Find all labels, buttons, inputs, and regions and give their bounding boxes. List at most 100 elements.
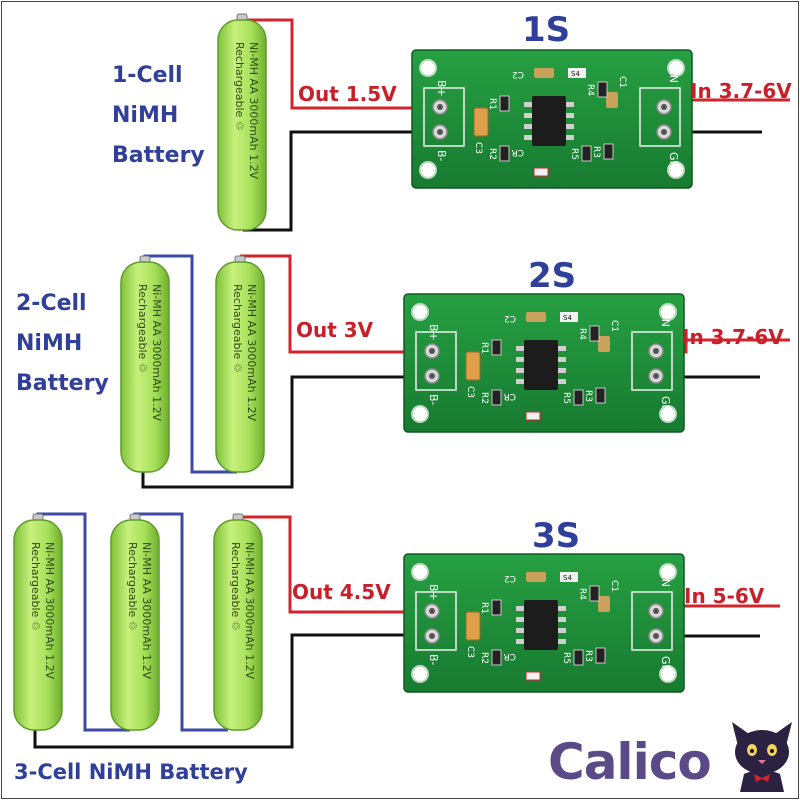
chip-pin <box>558 379 566 384</box>
input-pad-outline <box>639 87 681 147</box>
solder-pad-hole <box>437 104 443 110</box>
battery-label-line: 2-Cell <box>16 291 87 316</box>
resistor <box>589 585 600 602</box>
section-1-input-label: In 3.7-6V <box>690 79 792 103</box>
sense-resistor <box>560 312 578 322</box>
mounting-hole <box>411 665 429 683</box>
resistor <box>491 599 502 616</box>
output-pad-outline <box>423 87 465 147</box>
section-3-input-label: In 5-6V <box>684 584 765 608</box>
cat-mascot-icon <box>732 722 792 792</box>
capacitor-c3 <box>465 611 481 641</box>
cr-label: CR <box>511 147 524 157</box>
input-pad-outline <box>631 591 673 651</box>
section-2-title: 2S <box>528 256 577 296</box>
solder-pad-hole <box>429 373 435 379</box>
capacitor-c1 <box>606 92 618 108</box>
solder-pad-hole <box>429 633 435 639</box>
capacitor-c1 <box>598 596 610 612</box>
charger-ic <box>532 96 566 146</box>
sense-resistor-mark: S4 <box>563 314 572 322</box>
chip-pin <box>558 628 566 633</box>
battery-rechargeable-text: Rechargeable ♲ <box>229 542 242 631</box>
battery-body <box>217 19 267 231</box>
resistor-label: R1 <box>479 602 489 614</box>
battery-body <box>213 519 263 731</box>
solder-pad-hole <box>653 633 659 639</box>
battery-label-line: Battery <box>112 143 205 168</box>
section-1-output-label: Out 1.5V <box>298 82 397 106</box>
resistor-label: R4 <box>577 328 587 340</box>
positive-wire <box>245 18 440 110</box>
solder-pad-hole <box>437 129 443 135</box>
section-1-title: 1S <box>522 10 571 50</box>
resistor <box>491 649 502 666</box>
resistor-label: R5 <box>561 652 571 664</box>
mounting-hole <box>659 563 677 581</box>
cr-label: CR <box>503 651 516 661</box>
charger-ic <box>524 600 558 650</box>
chip-pin <box>558 368 566 373</box>
input-pad-outline <box>631 331 673 391</box>
resistor-label: R3 <box>583 390 593 402</box>
gnd-label: GND <box>659 656 672 681</box>
section-3-battery-label: 3-Cell NiMH Battery <box>14 752 248 792</box>
c1-label: C1 <box>609 320 619 332</box>
chip-pin <box>558 606 566 611</box>
resistor <box>499 145 510 162</box>
battery-rechargeable-text: Rechargeable ♲ <box>29 542 42 631</box>
resistor-label: R4 <box>585 84 595 96</box>
b-plus-label: B+ <box>427 324 440 341</box>
mounting-hole <box>659 303 677 321</box>
chip-pin <box>516 639 524 644</box>
mounting-hole <box>411 563 429 581</box>
resistor-label: R2 <box>479 652 489 664</box>
resistor-label: R4 <box>577 588 587 600</box>
chip-pin <box>516 368 524 373</box>
resistor <box>491 339 502 356</box>
resistor <box>573 649 584 666</box>
output-pad-outline <box>415 591 457 651</box>
vin-label: VIN <box>659 308 672 327</box>
battery-spec-text: Ni-MH AA 3000mAh 1.2V <box>243 542 256 680</box>
solder-pad-hole <box>653 608 659 614</box>
b-minus-label: B- <box>427 654 440 666</box>
status-led <box>533 167 549 177</box>
c1-label: C1 <box>617 76 627 88</box>
b-plus-label: B+ <box>427 584 440 601</box>
sense-resistor <box>560 572 578 582</box>
section-1-battery-label: 1-Cell NiMH Battery <box>112 56 205 176</box>
capacitor-c2 <box>534 68 554 78</box>
status-led <box>525 411 541 421</box>
mounting-hole <box>667 59 685 77</box>
chip-pin <box>516 379 524 384</box>
positive-wire <box>240 254 438 354</box>
chip-pin <box>558 639 566 644</box>
resistor <box>491 389 502 406</box>
mounting-hole <box>659 665 677 683</box>
sense-resistor <box>568 68 586 78</box>
chip-pin <box>516 357 524 362</box>
chip-pin <box>524 135 532 140</box>
b-plus-label: B+ <box>435 80 448 97</box>
battery-spec-text: Ni-MH AA 3000mAh 1.2V <box>247 42 260 180</box>
resistor <box>595 647 606 664</box>
resistor <box>589 325 600 342</box>
c2-label: C2 <box>504 573 516 583</box>
chip-pin <box>516 346 524 351</box>
chip-pin <box>524 124 532 129</box>
capacitor-c1 <box>598 336 610 352</box>
c3-label: C3 <box>473 142 483 154</box>
solder-pad-hole <box>429 348 435 354</box>
capacitor-c2 <box>526 572 546 582</box>
resistor-label: R2 <box>487 148 497 160</box>
resistor-label: R1 <box>479 342 489 354</box>
cr-label: CR <box>503 391 516 401</box>
